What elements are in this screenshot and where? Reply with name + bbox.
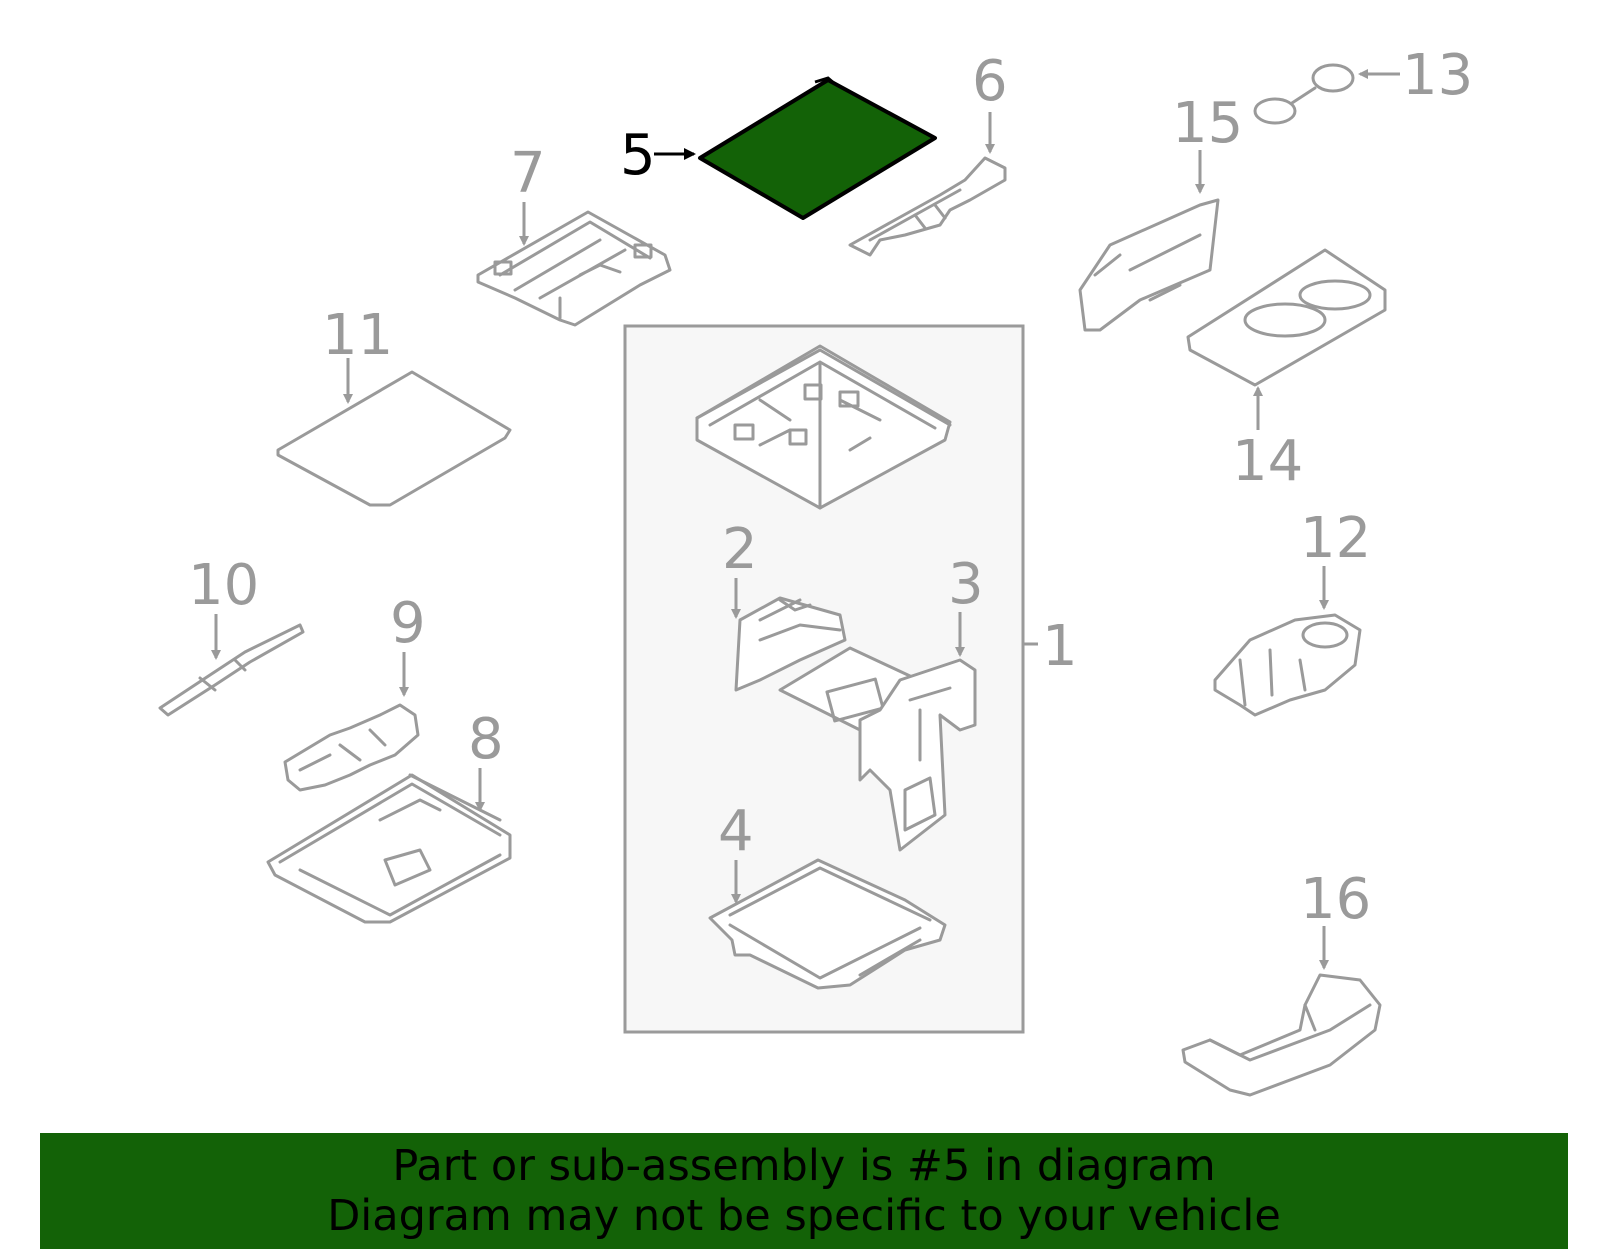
footer-line-2: Diagram may not be specific to your vehi… xyxy=(327,1191,1281,1241)
callout-2: 2 xyxy=(722,517,758,582)
footer-banner: Part or sub-assembly is #5 in diagram Di… xyxy=(40,1133,1568,1249)
part-10-hinge[interactable] xyxy=(158,623,305,717)
part-12-cupholder-mechanism[interactable] xyxy=(1213,613,1362,717)
part-14-cupholder-trim[interactable] xyxy=(1186,248,1387,387)
callout-3: 3 xyxy=(948,552,984,617)
callout-9: 9 xyxy=(390,591,426,656)
callout-14: 14 xyxy=(1232,429,1303,494)
callout-8: 8 xyxy=(468,707,504,772)
part-11-mat[interactable] xyxy=(276,370,512,507)
callout-5: 5 xyxy=(620,123,656,188)
callout-15: 15 xyxy=(1172,91,1243,156)
part-4-tray[interactable] xyxy=(708,858,947,990)
part-15-bracket[interactable] xyxy=(1078,198,1220,332)
callout-13: 13 xyxy=(1402,43,1473,108)
part-6-rail[interactable] xyxy=(848,156,1007,257)
callout-7: 7 xyxy=(510,141,546,206)
callout-11: 11 xyxy=(322,303,393,368)
callout-10: 10 xyxy=(188,553,259,618)
part-2-bracket[interactable] xyxy=(734,596,847,692)
part-7-bracket[interactable] xyxy=(476,210,672,327)
footer-line-1: Part or sub-assembly is #5 in diagram xyxy=(392,1141,1216,1191)
callout-4: 4 xyxy=(718,799,754,864)
callout-6: 6 xyxy=(972,49,1008,114)
callout-1: 1 xyxy=(1042,614,1078,679)
part-13-rings[interactable] xyxy=(1253,63,1355,125)
part-9-latch[interactable] xyxy=(283,703,420,792)
part-3-bracket-plate[interactable] xyxy=(778,646,977,852)
part-1-console-base[interactable] xyxy=(695,344,952,510)
part-5-highlighted-mat[interactable] xyxy=(698,76,937,220)
part-8-lid[interactable] xyxy=(266,773,512,924)
part-16-trim[interactable] xyxy=(1181,973,1382,1097)
callout-12: 12 xyxy=(1300,506,1371,571)
callout-16: 16 xyxy=(1300,867,1371,932)
